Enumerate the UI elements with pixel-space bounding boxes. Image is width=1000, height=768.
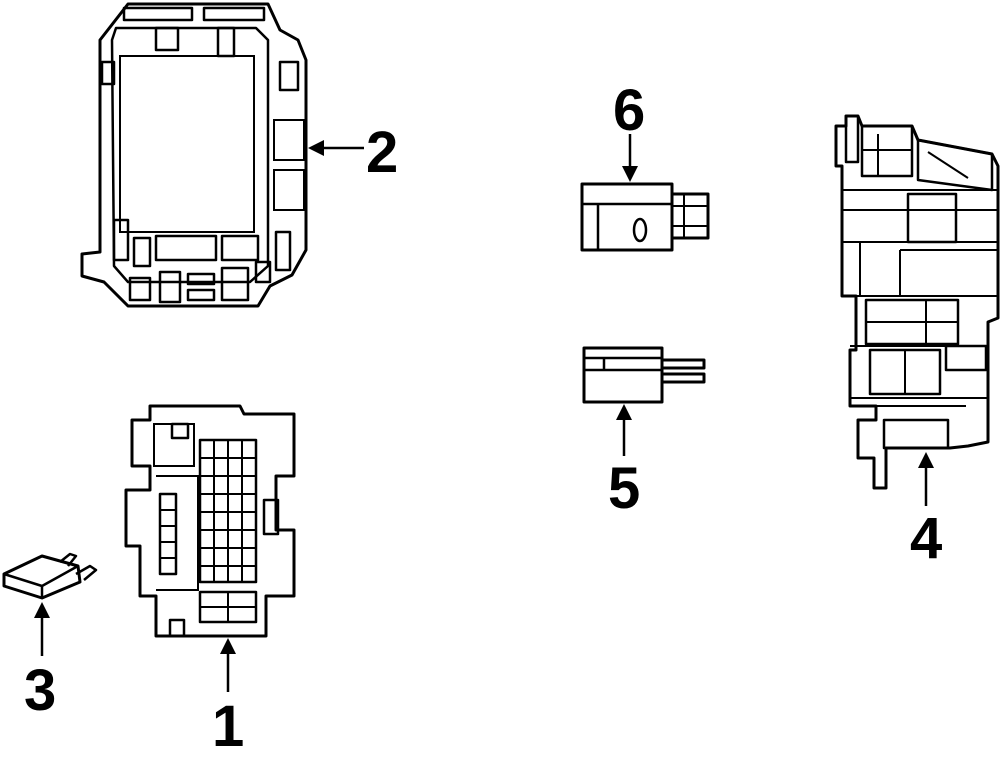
callout-6: 6 — [613, 78, 645, 143]
callout-6-arrow — [622, 134, 638, 182]
callout-5-arrow — [616, 404, 632, 456]
part-5-relay[interactable] — [582, 346, 706, 404]
callout-5: 5 — [608, 456, 640, 521]
part-3-mini-fuse[interactable] — [2, 552, 98, 600]
callout-3: 3 — [24, 658, 56, 723]
callout-4: 4 — [910, 506, 942, 571]
callout-3-arrow — [34, 602, 50, 656]
callout-2-arrow — [308, 140, 364, 156]
callout-4-arrow — [918, 452, 934, 506]
callout-1-arrow — [220, 638, 236, 692]
part-1-junction-block[interactable] — [124, 404, 296, 638]
part-4-junction-module[interactable] — [834, 114, 1000, 490]
part-6-relay[interactable] — [580, 182, 710, 252]
callout-2: 2 — [366, 120, 398, 185]
callout-1: 1 — [212, 694, 244, 759]
part-2-fuse-box-cover[interactable] — [80, 2, 308, 308]
